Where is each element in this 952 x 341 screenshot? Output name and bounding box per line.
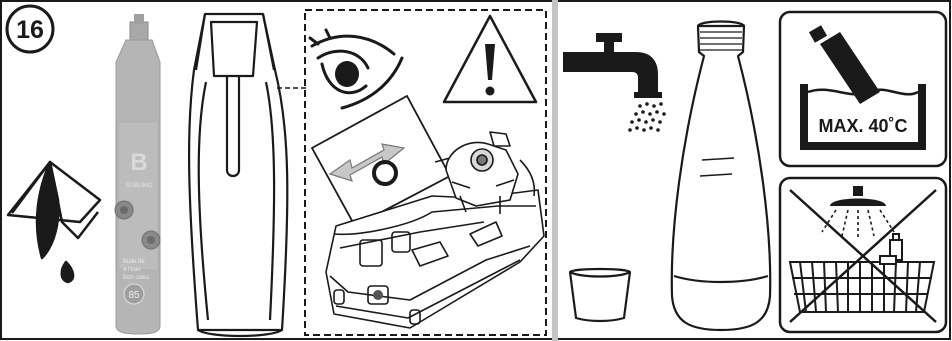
eye-icon bbox=[308, 28, 404, 110]
shower-head-icon bbox=[821, 186, 895, 238]
bottle-icon bbox=[808, 25, 880, 104]
step-number: 16 bbox=[16, 16, 44, 44]
warning-icon bbox=[442, 14, 538, 104]
cloth-icon bbox=[6, 160, 102, 284]
co2-cylinder: B SUBLIMO Bulle de à l'eau Bon cides 85 bbox=[114, 14, 161, 335]
double-arrow-icon bbox=[328, 143, 406, 182]
brand-letter: B bbox=[130, 149, 147, 176]
hand-wash-sign: MAX. 40˚C bbox=[778, 10, 948, 168]
detail-box bbox=[304, 9, 547, 336]
panel-divider bbox=[552, 0, 558, 341]
cross-line-2 bbox=[789, 189, 937, 323]
water-drops-icon bbox=[628, 102, 666, 132]
cylinder-capacity: 85 bbox=[128, 290, 140, 301]
bottle-cap bbox=[568, 267, 632, 323]
brand-name: SUBLIMO bbox=[125, 183, 152, 189]
cylinder-label-line1: Bulle de bbox=[123, 259, 145, 265]
machine-base bbox=[325, 131, 545, 329]
step-badge: 16 bbox=[5, 4, 55, 54]
cylinder-label-line3: Bon cides bbox=[123, 275, 149, 281]
faucet-icon bbox=[563, 33, 662, 98]
cylinder-label-line2: à l'eau bbox=[123, 267, 141, 273]
carafe-bottle bbox=[187, 12, 289, 338]
wash-temperature-text: MAX. 40˚C bbox=[818, 116, 907, 136]
ring-icon bbox=[372, 160, 398, 186]
no-dishwasher-sign bbox=[778, 176, 948, 334]
glass-bottle bbox=[670, 20, 772, 332]
valve-inset-card bbox=[310, 94, 481, 228]
